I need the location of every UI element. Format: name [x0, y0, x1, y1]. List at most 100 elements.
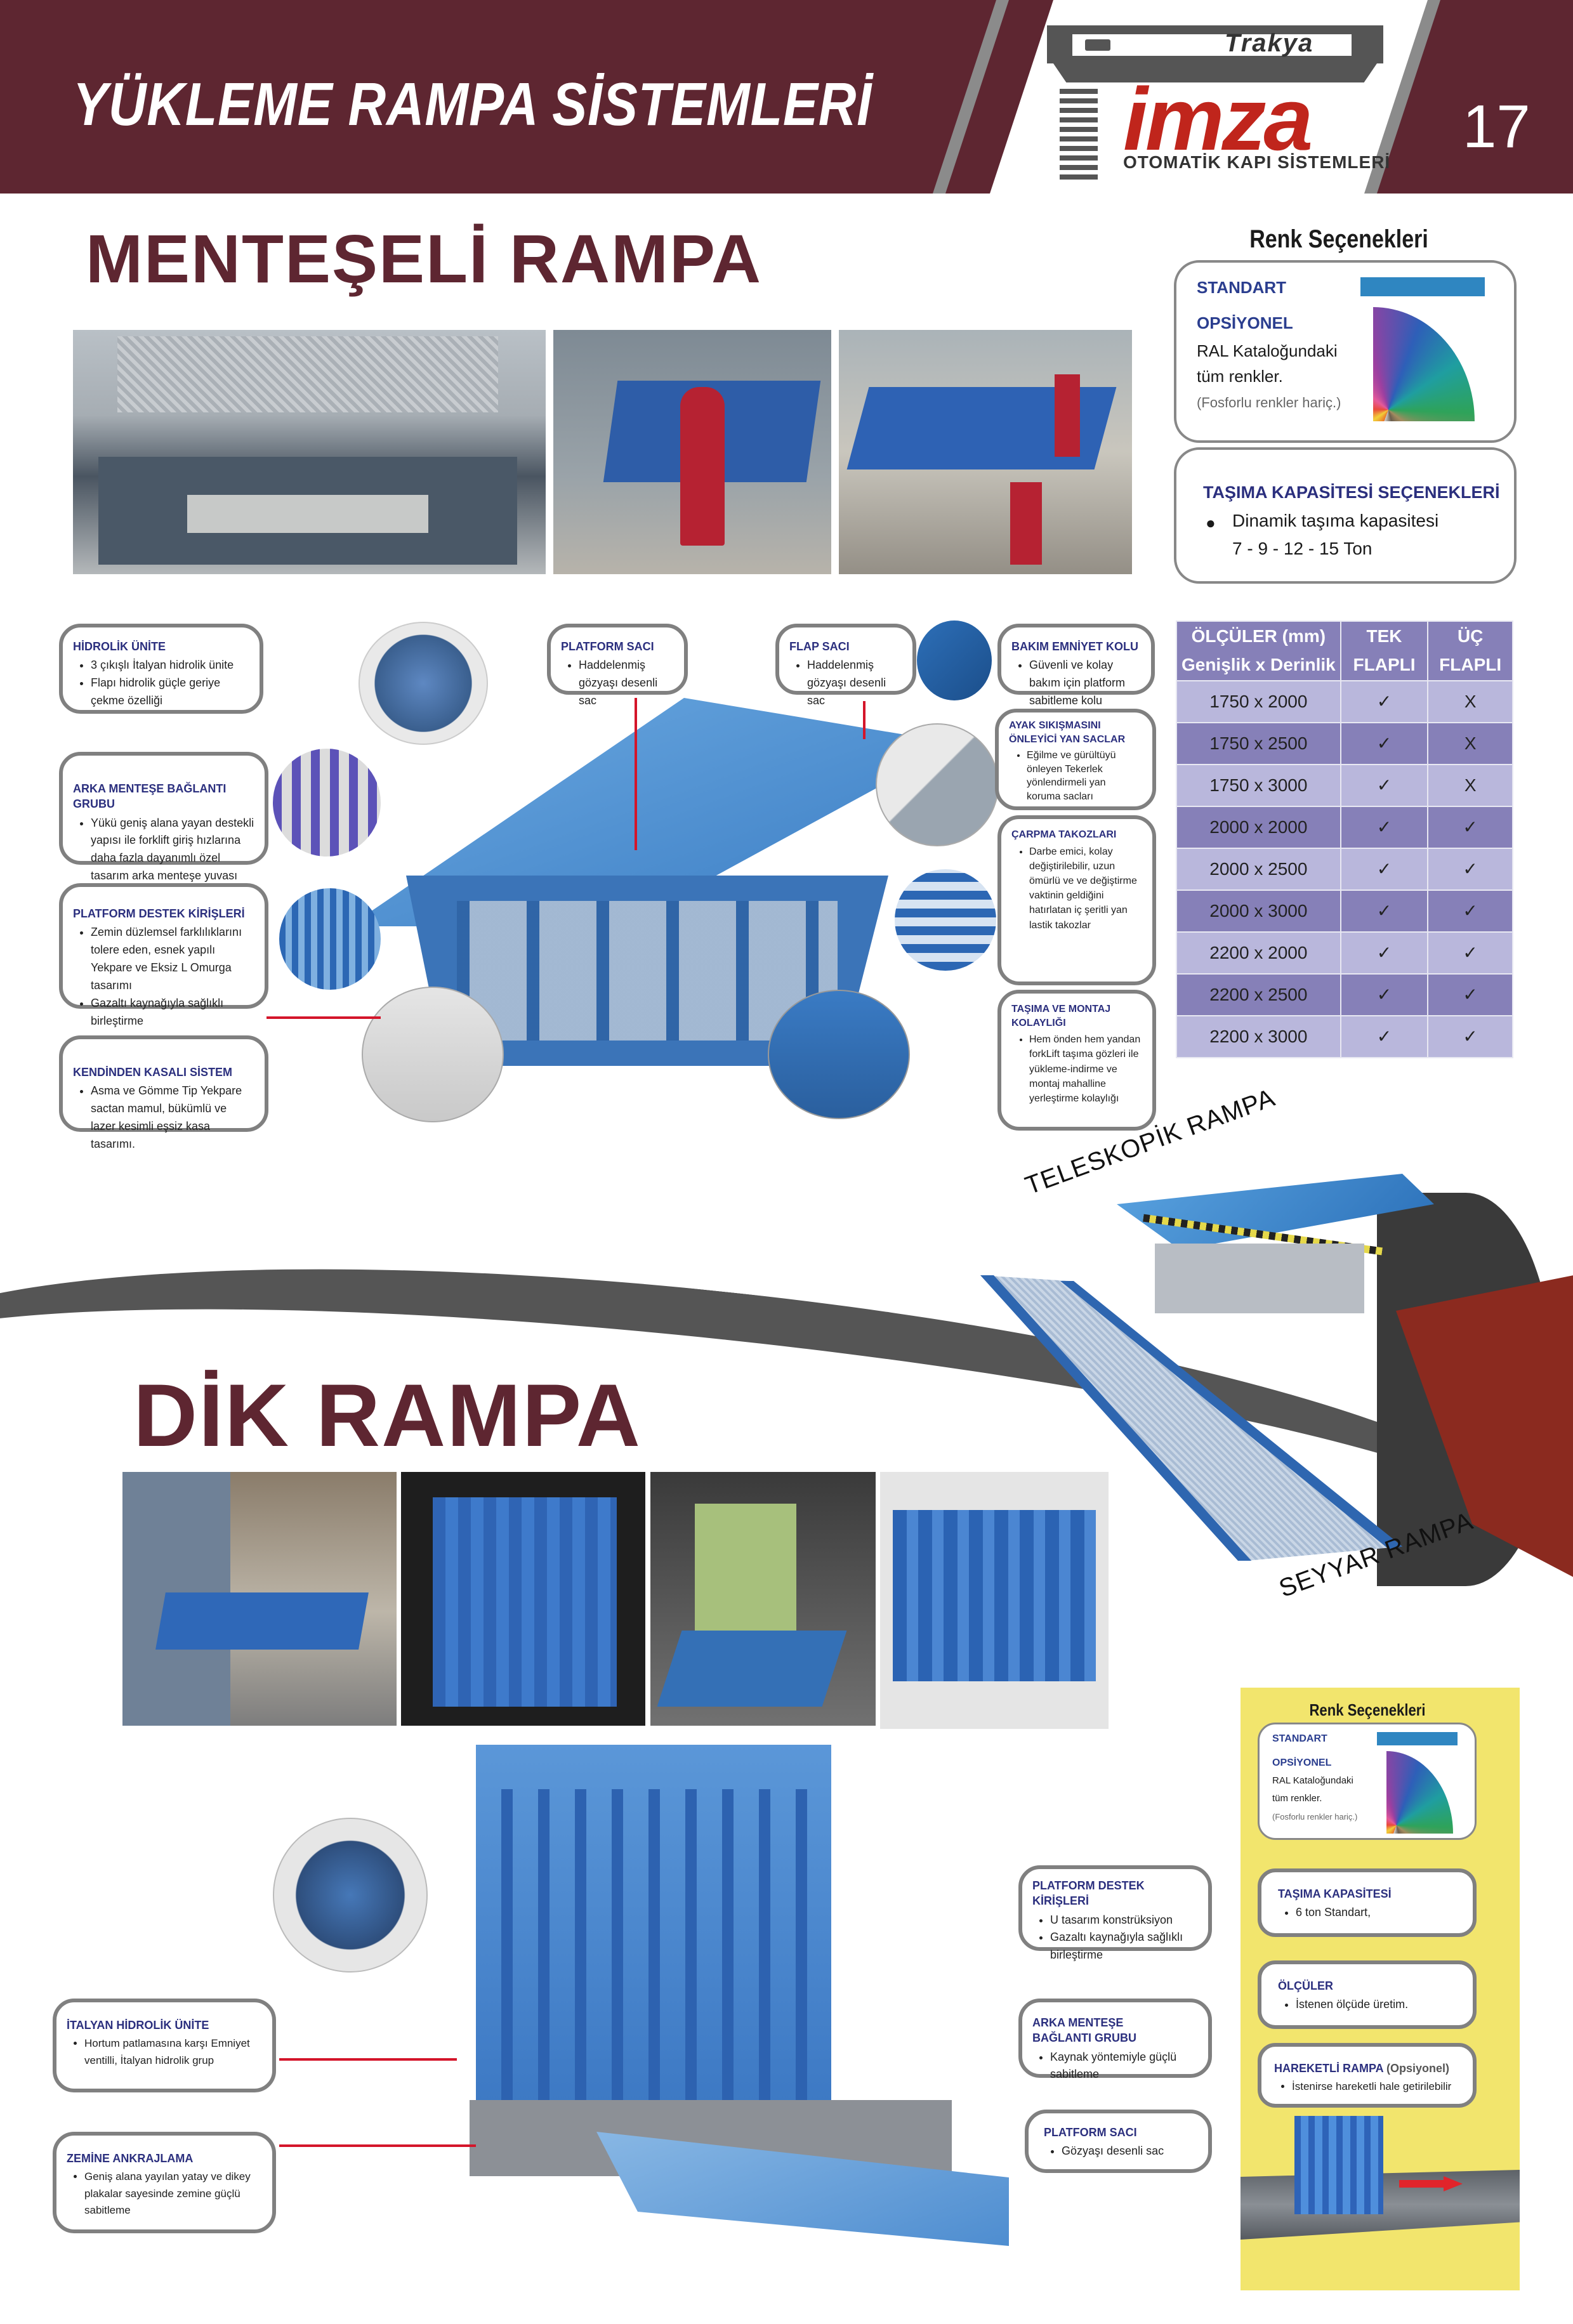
callout-item: İstenen ölçüde üretim. — [1296, 1996, 1456, 2014]
pointer-arrow — [279, 2058, 457, 2061]
photo-vertical-ramp-upright — [401, 1472, 645, 1726]
callout-item: U tasarım konstrüksiyon — [1050, 1912, 1198, 1929]
table-row: 2200 x 2000✓✓ — [1176, 931, 1513, 975]
tek-flap-cell: ✓ — [1339, 931, 1429, 975]
callout-title: ARKA MENTEŞE BAĞLANTI GRUBU — [73, 782, 227, 811]
size-cell: 2000 x 2000 — [1176, 805, 1341, 849]
uc-flap-cell: ✓ — [1427, 931, 1513, 975]
tek-flap-cell: ✓ — [1339, 763, 1429, 807]
callout-item: Zemin düzlemsel farklılıklarını tolere e… — [91, 924, 254, 995]
callout-tasima-montaj: TAŞIMA VE MONTAJ KOLAYLIĞI Hem önden hem… — [997, 990, 1156, 1131]
logo-top-bar-inner — [1072, 34, 1352, 56]
optional-color-note: (Fosforlu renkler hariç.) — [1197, 395, 1341, 410]
optional-color-line1: RAL Kataloğundaki — [1197, 341, 1338, 360]
callout-title: PLATFORM DESTEK KİRİŞLERİ — [73, 907, 245, 920]
uc-flap-cell: X — [1427, 763, 1513, 807]
uc-flap-cell: X — [1427, 721, 1513, 765]
detail-hydraulic-unit-icon — [359, 622, 488, 745]
standard-color-swatch — [1360, 277, 1485, 296]
capacity-line2: 7 - 9 - 12 - 15 Ton — [1232, 539, 1372, 558]
uc-flap-cell: ✓ — [1427, 847, 1513, 891]
callout-item: 3 çıkışlı İtalyan hidrolik ünite — [91, 657, 249, 674]
dik-optional-color-note: (Fosforlu renkler hariç.) — [1272, 1812, 1358, 1822]
capacity-line1: Dinamik taşıma kapasitesi — [1232, 511, 1439, 530]
table-row: 1750 x 3000✓X — [1176, 763, 1513, 807]
callout-dik-tasima-kapasitesi: TAŞIMA KAPASİTESİ 6 ton Standart, — [1258, 1868, 1477, 1937]
uc-flap-cell: ✓ — [1427, 889, 1513, 933]
detail-bumper-icon — [895, 869, 996, 971]
logo-slope — [1053, 63, 1377, 82]
table-row: 1750 x 2000✓X — [1176, 679, 1513, 723]
dik-optional-color-line1: RAL Kataloğundaki — [1272, 1775, 1353, 1786]
pointer-arrow — [635, 698, 637, 850]
header-line: TEK — [1366, 626, 1402, 646]
callout-item: 6 ton Standart, — [1296, 1904, 1456, 1922]
callout-dik-arka-mentese: ARKA MENTEŞE BAĞLANTI GRUBU Kaynak yönte… — [1018, 1999, 1212, 2080]
pointer-arrow — [279, 2144, 476, 2147]
detail-hinge-icon — [273, 749, 381, 857]
color-options-box: STANDART OPSİYONEL RAL Kataloğundaki tüm… — [1174, 260, 1517, 443]
detail-side-plate-icon — [876, 723, 999, 846]
tek-flap-cell: ✓ — [1339, 805, 1429, 849]
optional-color-line2: tüm renkler. — [1197, 367, 1283, 386]
callout-item: Haddelenmiş gözyaşı desenli sac — [579, 657, 674, 710]
detail-flap-icon — [917, 620, 992, 700]
uc-flap-cell: ✓ — [1427, 805, 1513, 849]
callout-item: Darbe emici, kolay değiştirilebilir, uzu… — [1029, 844, 1142, 933]
callout-title: ARKA MENTEŞE BAĞLANTI GRUBU — [1032, 2016, 1136, 2045]
header-line: ÖLÇÜLER (mm) — [1191, 626, 1326, 646]
callout-platform-saci: PLATFORM SACI Haddelenmiş gözyaşı desenl… — [547, 624, 688, 707]
size-cell: 2200 x 2000 — [1176, 931, 1341, 975]
dik-standard-color-swatch — [1377, 1732, 1458, 1745]
uc-flap-cell: X — [1427, 679, 1513, 723]
callout-ayak-sikisma: AYAK SIKIŞMASINI ÖNLEYİCİ YAN SACLAR Eği… — [995, 709, 1156, 810]
uc-flap-cell: ✓ — [1427, 973, 1513, 1016]
photo-vertical-ramp-warehouse — [122, 1472, 397, 1726]
size-cell: 1750 x 2500 — [1176, 721, 1341, 765]
detail-beams-icon — [279, 888, 381, 990]
page-title: YÜKLEME RAMPA SİSTEMLERİ — [73, 70, 872, 138]
tek-flap-cell: ✓ — [1339, 679, 1429, 723]
callout-kendinden-kasali: KENDİNDEN KASALI SİSTEM Asma ve Gömme Ti… — [59, 1035, 268, 1150]
callout-hidrolik-unite: HİDROLİK ÜNİTE 3 çıkışlı İtalyan hidroli… — [59, 624, 263, 714]
callout-italyan-hidrolik: İTALYAN HİDROLİK ÜNİTE Hortum patlamasın… — [53, 1999, 276, 2092]
callout-item: Eğilme ve gürültüyü önleyen Tekerlek yön… — [1027, 749, 1142, 803]
header-line: Genişlik x Derinlik — [1181, 654, 1336, 674]
size-cell: 2000 x 2500 — [1176, 847, 1341, 891]
callout-title: TAŞIMA VE MONTAJ KOLAYLIĞI — [1011, 1004, 1111, 1028]
callout-item: Hortum patlamasına karşı Emniyet ventill… — [84, 2035, 262, 2069]
pointer-arrow — [267, 1016, 381, 1019]
dik-color-options-box: STANDART OPSİYONEL RAL Kataloğundaki tüm… — [1258, 1723, 1477, 1840]
logo-shutter-lines-icon — [1060, 89, 1098, 184]
callout-zemine-ankraj: ZEMİNE ANKRAJLAMA Geniş alana yayılan ya… — [53, 2132, 276, 2233]
dik-color-options-heading: Renk Seçenekleri — [1309, 1700, 1426, 1719]
photo-vertical-ramp-unit — [880, 1472, 1109, 1729]
tek-flap-cell: ✓ — [1339, 1014, 1429, 1058]
hareketli-suffix: (Opsiyonel) — [1386, 2062, 1450, 2075]
section-title-menteseli: MENTEŞELİ RAMPA — [86, 220, 763, 297]
table-row: 2200 x 3000✓✓ — [1176, 1014, 1513, 1058]
detail-frame-icon — [362, 987, 504, 1122]
size-cell: 2200 x 3000 — [1176, 1014, 1341, 1058]
vertical-ramp-illustration — [470, 1738, 1053, 2265]
ral-color-fan-icon — [1373, 307, 1475, 421]
callout-dik-platform-saci: PLATFORM SACI Gözyaşı desenli sac — [1025, 2110, 1212, 2173]
tek-flap-cell: ✓ — [1339, 889, 1429, 933]
photo-ramp-pit-closeup — [73, 330, 546, 574]
callout-title: PLATFORM DESTEK KİRİŞLERİ — [1032, 1879, 1145, 1908]
callout-title: PLATFORM SACI — [1044, 2126, 1137, 2139]
callout-arka-mentese: ARKA MENTEŞE BAĞLANTI GRUBU Yükü geniş a… — [59, 752, 268, 882]
capacity-bullet-icon: ● — [1206, 513, 1216, 532]
pointer-arrow — [863, 701, 865, 739]
page-number: 17 — [1463, 93, 1530, 161]
logo-handle-icon — [1085, 39, 1110, 51]
header-line: FLAPLI — [1439, 654, 1502, 674]
callout-title: HİDROLİK ÜNİTE — [73, 640, 166, 653]
capacity-title: TAŞIMA KAPASİTESİ SEÇENEKLERİ — [1203, 483, 1500, 502]
callout-dik-hareketli: HAREKETLİ RAMPA (Opsiyonel) İstenirse ha… — [1258, 2043, 1477, 2108]
table-row: 1750 x 2500✓X — [1176, 721, 1513, 765]
callout-title: PLATFORM SACI — [561, 640, 654, 653]
callout-dik-platform-destek: PLATFORM DESTEK KİRİŞLERİ U tasarım kons… — [1018, 1865, 1212, 1961]
photo-workers-assembling-ramp — [839, 330, 1132, 574]
